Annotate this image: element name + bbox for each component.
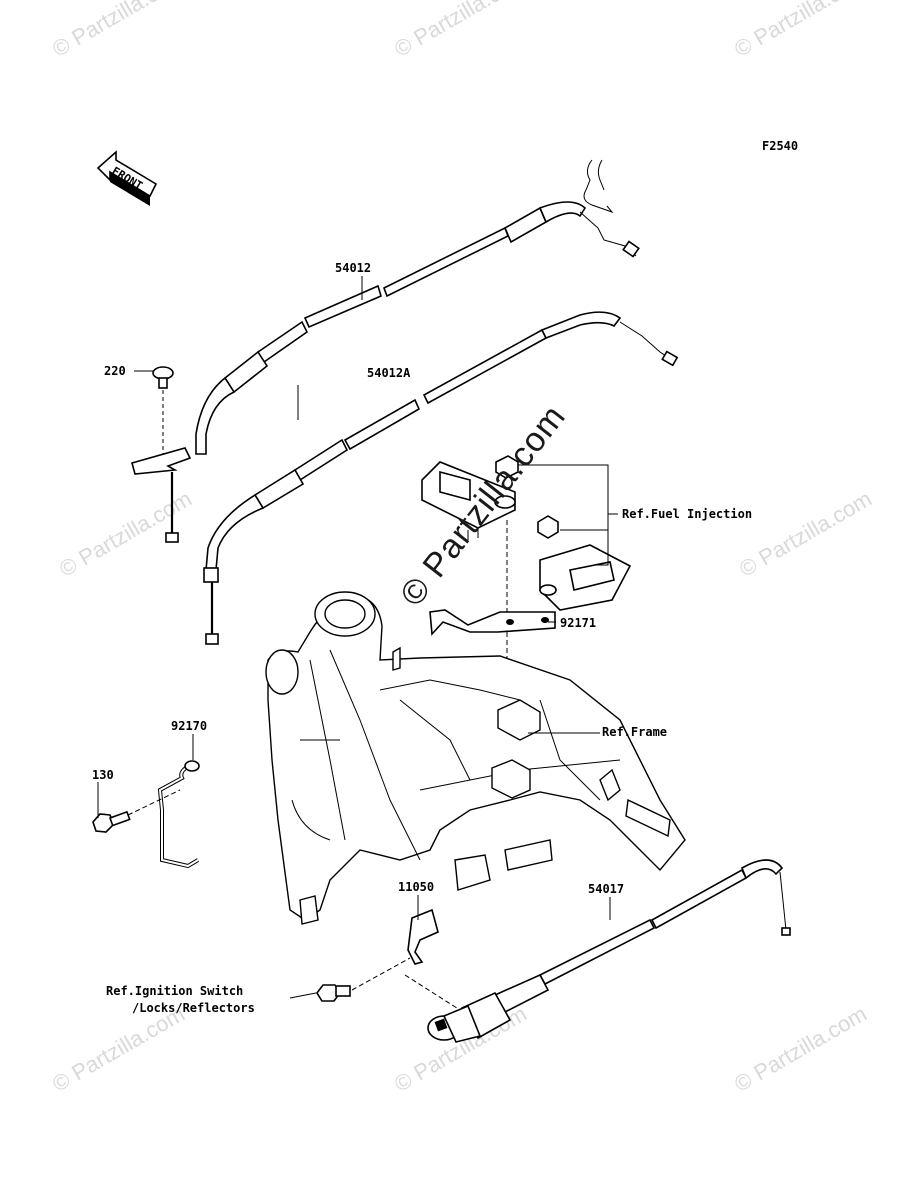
front-arrow-icon: FRONT <box>96 150 158 206</box>
ref-frame[interactable]: Ref.Frame <box>602 725 668 739</box>
ref-fuel-injection[interactable]: Ref.Fuel Injection <box>622 507 753 521</box>
part-label-11050[interactable]: 11050 <box>398 880 435 894</box>
throttle-cable-54012 <box>131 159 640 543</box>
choke-cable-54017 <box>404 859 791 1043</box>
bolt-130-icon <box>92 789 181 833</box>
ref-ignition-switch-line1[interactable]: Ref.Ignition Switch <box>106 984 244 998</box>
part-label-92170[interactable]: 92170 <box>171 719 208 733</box>
ref-ignition-switch-line2[interactable]: /Locks/Reflectors <box>132 1001 255 1015</box>
part-label-54017[interactable]: 54017 <box>588 882 625 896</box>
throttle-cable-54012a <box>203 311 679 645</box>
fuel-injection-sensor <box>421 455 632 770</box>
part-label-54012a[interactable]: 54012A <box>367 366 411 380</box>
diagram-code: F2540 <box>762 139 799 153</box>
bracket-92171 <box>429 609 556 636</box>
bracket-11050 <box>316 908 439 1002</box>
screw-220-icon <box>152 366 174 455</box>
rod-92170 <box>157 760 200 869</box>
part-label-92171[interactable]: 92171 <box>560 616 597 630</box>
part-label-130[interactable]: 130 <box>92 768 114 782</box>
part-label-54012[interactable]: 54012 <box>335 261 372 275</box>
part-label-220[interactable]: 220 <box>104 364 126 378</box>
frame-body <box>265 591 686 925</box>
leader-lines <box>97 276 618 999</box>
